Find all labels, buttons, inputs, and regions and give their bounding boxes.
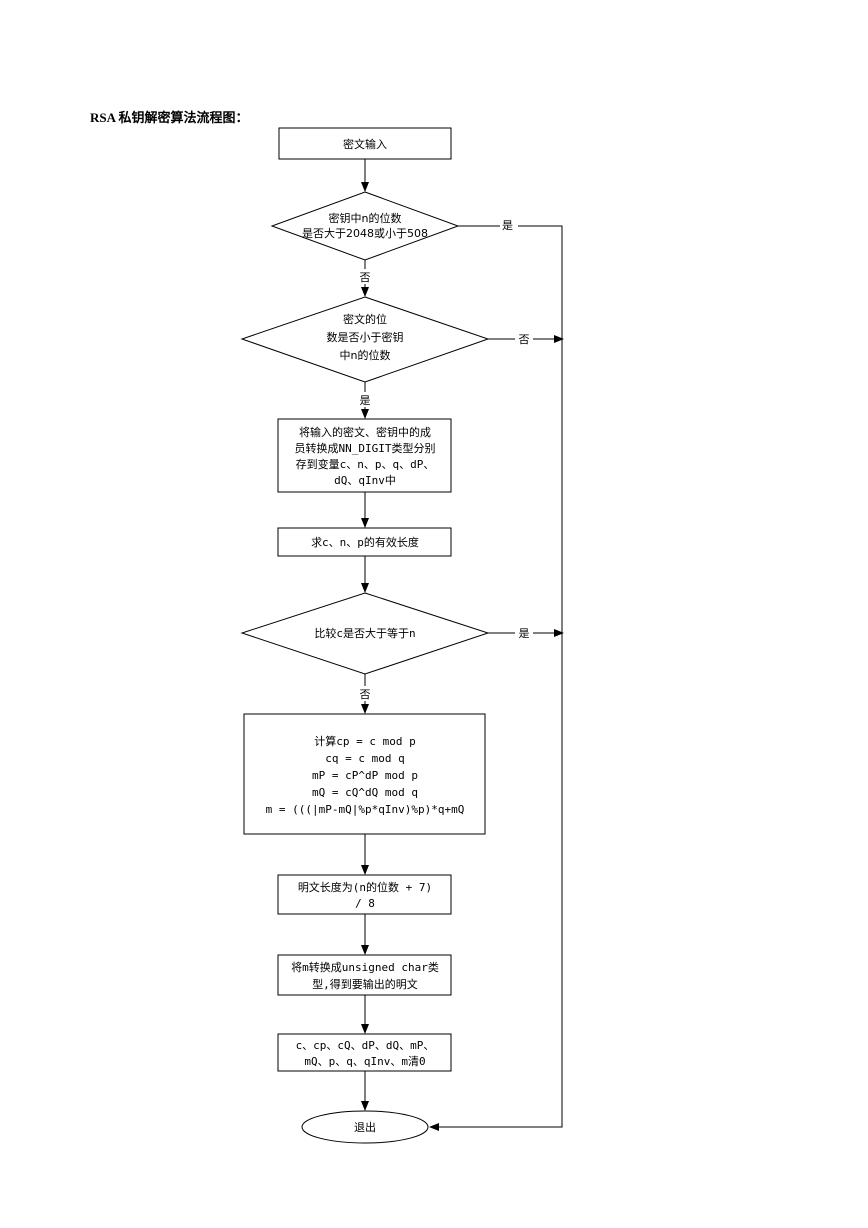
node-compute-line5: m = (((|mP-mQ|%p*qInv)%p)*q+mQ bbox=[266, 803, 465, 816]
node-check-len-line3: 中n的位数 bbox=[340, 348, 391, 362]
label-bg-bits-yes bbox=[500, 217, 518, 232]
edge-label-bits-yes: 是 bbox=[502, 219, 513, 232]
node-to-char-line1: 将m转换成unsigned char类 bbox=[291, 960, 439, 974]
node-compare-label: 比较c是否大于等于n bbox=[314, 626, 415, 640]
node-compute-line4: mQ = cQ^dQ mod q bbox=[312, 786, 418, 799]
node-clear-line2: mQ、p、q、qInv、m清0 bbox=[304, 1055, 425, 1068]
label-bg-bits-no bbox=[356, 269, 374, 284]
node-compute-line2: cq = c mod q bbox=[325, 752, 404, 765]
node-plain-len-line1: 明文长度为(n的位数 + 7) bbox=[298, 880, 432, 894]
label-bg-compare-no bbox=[356, 686, 374, 701]
node-exit bbox=[301, 1110, 429, 1144]
node-eff-len bbox=[277, 527, 452, 557]
edge-label-len-yes: 是 bbox=[360, 394, 371, 407]
node-compare bbox=[240, 592, 490, 675]
node-plain-len-line2: / 8 bbox=[355, 897, 375, 910]
node-compute-line3: mP = cP^dP mod p bbox=[312, 769, 418, 782]
label-bg-len-yes bbox=[356, 392, 374, 407]
node-clear-line1: c、cp、cQ、dP、dQ、mP、 bbox=[296, 1039, 435, 1052]
node-convert bbox=[277, 418, 452, 493]
edge-label-compare-yes: 是 bbox=[519, 627, 530, 640]
node-compute bbox=[243, 713, 486, 835]
node-convert-line4: dQ、qInv中 bbox=[334, 474, 396, 487]
node-plain-len bbox=[277, 874, 452, 915]
node-input bbox=[278, 127, 452, 160]
node-clear bbox=[277, 1033, 452, 1072]
node-check-len-line1: 密文的位 bbox=[343, 312, 387, 326]
node-check-bits-line2: 是否大于2048或小于508 bbox=[302, 226, 428, 240]
node-exit-label: 退出 bbox=[354, 1120, 376, 1134]
node-compute-line1: 计算cp = c mod p bbox=[314, 734, 415, 748]
edge-label-bits-no: 否 bbox=[360, 271, 371, 284]
diagram-title: RSA 私钥解密算法流程图： bbox=[90, 110, 249, 125]
label-bg-compare-yes bbox=[515, 625, 533, 640]
node-check-len bbox=[240, 296, 490, 383]
node-check-bits-line1: 密钥中n的位数 bbox=[329, 211, 402, 225]
node-eff-len-label: 求c、n、p的有效长度 bbox=[311, 535, 419, 549]
node-check-bits bbox=[270, 191, 460, 261]
node-input-label: 密文输入 bbox=[343, 137, 387, 151]
edge-label-len-no: 否 bbox=[519, 333, 530, 346]
node-to-char bbox=[277, 954, 452, 996]
label-bg-len-no bbox=[515, 331, 533, 346]
node-convert-line1: 将输入的密文、密钥中的成 bbox=[299, 425, 431, 439]
node-check-len-line2: 数是否小于密钥 bbox=[327, 330, 404, 344]
edge-label-compare-no: 否 bbox=[360, 688, 371, 701]
node-convert-line2: 员转换成NN_DIGIT类型分别 bbox=[295, 441, 436, 455]
node-to-char-line2: 型,得到要输出的明文 bbox=[312, 977, 418, 991]
node-convert-line3: 存到变量c、n、p、q、dP、 bbox=[296, 457, 435, 471]
